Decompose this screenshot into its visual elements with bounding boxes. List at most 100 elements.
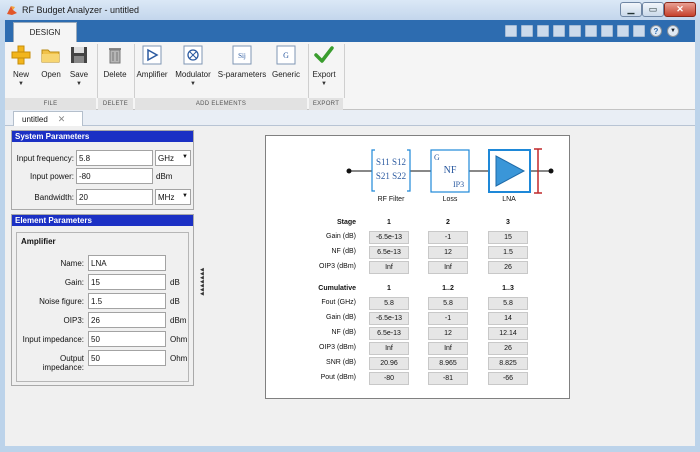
input-frequency-field[interactable]: 5.8	[76, 150, 153, 166]
oip3-field[interactable]: 26	[88, 312, 166, 328]
ribbon-tab-strip: DESIGN ? ▼	[5, 20, 695, 42]
svg-text:Sij: Sij	[238, 52, 246, 60]
s-parameters-button[interactable]: Sij S-parameters	[215, 45, 269, 79]
save-quick-icon[interactable]	[521, 25, 533, 37]
frequency-unit-value: GHz	[158, 154, 174, 163]
stage-column-header: 1	[387, 219, 391, 226]
minimize-button[interactable]: ▁	[620, 2, 642, 17]
bandwidth-unit-select[interactable]: MHz ▼	[155, 189, 191, 205]
cumulative-cell: 12	[428, 327, 468, 340]
input-power-field[interactable]: -80	[76, 168, 153, 184]
stage-cell: Inf	[369, 261, 409, 274]
cut-quick-icon[interactable]	[537, 25, 549, 37]
modulator-dropdown-icon[interactable]: ▼	[190, 81, 196, 87]
generic-button[interactable]: G Generic	[271, 45, 301, 79]
gain-label: Gain:	[64, 278, 84, 287]
document-tab[interactable]: untitled ✕	[13, 111, 83, 126]
new-button[interactable]: New ▼	[9, 45, 33, 87]
amplifier-group-title: Amplifier	[21, 237, 56, 246]
export-section-label: EXPORT	[309, 98, 343, 110]
paste-quick-icon[interactable]	[569, 25, 581, 37]
cumulative-cell: 8.965	[428, 357, 468, 370]
delete-button[interactable]: Delete	[99, 45, 131, 79]
modulator-button[interactable]: Modulator ▼	[173, 45, 213, 87]
svg-text:G: G	[283, 51, 289, 60]
undo-quick-icon[interactable]	[585, 25, 597, 37]
input-impedance-field[interactable]: 50	[88, 331, 166, 347]
amplifier-button[interactable]: Amplifier	[134, 45, 170, 79]
cumulative-cell: 26	[488, 342, 528, 355]
frequency-unit-select[interactable]: GHz ▼	[155, 150, 191, 166]
input-impedance-unit: Ohm	[170, 335, 188, 344]
bandwidth-unit-value: MHz	[158, 193, 175, 202]
new-dropdown-icon[interactable]: ▼	[18, 81, 24, 87]
maximize-icon: ▭	[648, 4, 658, 14]
cumulative-cell: 5.8	[369, 297, 409, 310]
cumulative-cell: 5.8	[488, 297, 528, 310]
switch-windows-icon[interactable]	[617, 25, 629, 37]
noise-figure-field[interactable]: 1.5	[88, 293, 166, 309]
tab-design[interactable]: DESIGN	[13, 22, 77, 42]
copy-quick-icon[interactable]	[553, 25, 565, 37]
open-label: Open	[41, 70, 61, 79]
save-dropdown-icon[interactable]: ▼	[76, 81, 82, 87]
output-impedance-field[interactable]: 50	[88, 350, 166, 366]
stage-row-label: Gain (dB)	[326, 233, 356, 240]
bandwidth-label: Bandwidth:	[34, 193, 74, 202]
matlab-logo-icon	[7, 6, 17, 15]
generic-label: Generic	[271, 70, 300, 79]
close-button[interactable]: ✕	[664, 2, 696, 17]
document-tab-label: untitled	[22, 114, 48, 124]
bandwidth-field[interactable]: 20	[76, 189, 153, 205]
cumulative-row-label: Pout (dBm)	[320, 374, 356, 381]
rf-filter-label: RF Filter	[377, 196, 405, 203]
toolstrip-menu-icon[interactable]: ▼	[667, 25, 679, 37]
name-field[interactable]: LNA	[88, 255, 166, 271]
output-impedance-unit: Ohm	[170, 354, 188, 363]
generic-ip3-text: IP3	[453, 180, 465, 189]
oip3-label: OIP3:	[63, 316, 84, 325]
cumulative-cell: 20.96	[369, 357, 409, 370]
cumulative-cell: 5.8	[428, 297, 468, 310]
save-button[interactable]: Save ▼	[67, 45, 91, 87]
panel-splitter-handle[interactable]: ◀◀◀◀◀◀◀	[200, 267, 204, 297]
cumulative-cell: -81	[428, 372, 468, 385]
minimize-icon: ▁	[627, 4, 635, 14]
cumulative-cell: 12.14	[488, 327, 528, 340]
amplifier-block-icon[interactable]	[488, 149, 531, 193]
noise-figure-unit: dB	[170, 297, 180, 306]
cumulative-column-header: 1..3	[502, 285, 514, 292]
stage-cell: 15	[488, 231, 528, 244]
close-tab-icon[interactable]: ✕	[57, 113, 66, 124]
open-button[interactable]: Open	[38, 45, 64, 79]
generic-nf-text: NF	[443, 165, 457, 176]
generic-block-icon[interactable]	[430, 149, 470, 193]
help-icon[interactable]: ?	[650, 25, 662, 37]
redo-quick-icon[interactable]	[601, 25, 613, 37]
quick-access-icon[interactable]	[505, 25, 517, 37]
cumulative-cell: -80	[369, 372, 409, 385]
amplifier-icon	[142, 45, 162, 65]
window-title: RF Budget Analyzer - untitled	[22, 5, 140, 15]
title-bar[interactable]: RF Budget Analyzer - untitled ▁ ▭ ✕	[0, 0, 700, 20]
new-label: New	[12, 70, 29, 79]
input-port-icon	[346, 168, 352, 174]
cumulative-cell: Inf	[428, 342, 468, 355]
export-dropdown-icon[interactable]: ▼	[321, 81, 327, 87]
oip3-unit: dBm	[170, 316, 187, 325]
maximize-button[interactable]: ▭	[642, 2, 664, 17]
cumulative-cell: -66	[488, 372, 528, 385]
close-icon: ✕	[676, 4, 684, 14]
folder-icon	[41, 45, 61, 65]
add-elements-section-label: ADD ELEMENTS	[135, 98, 307, 110]
stage-column-header: 2	[446, 219, 450, 226]
layout-icon[interactable]	[633, 25, 645, 37]
cumulative-row-label: OIP3 (dBm)	[319, 344, 356, 351]
save-label: Save	[69, 70, 89, 79]
input-power-label: Input power:	[29, 172, 74, 181]
cumulative-row-label: NF (dB)	[331, 329, 357, 336]
gain-field[interactable]: 15	[88, 274, 166, 290]
s-matrix-block-icon[interactable]	[371, 149, 411, 192]
stage-title: Stage	[336, 219, 356, 226]
export-button[interactable]: Export ▼	[309, 45, 339, 87]
